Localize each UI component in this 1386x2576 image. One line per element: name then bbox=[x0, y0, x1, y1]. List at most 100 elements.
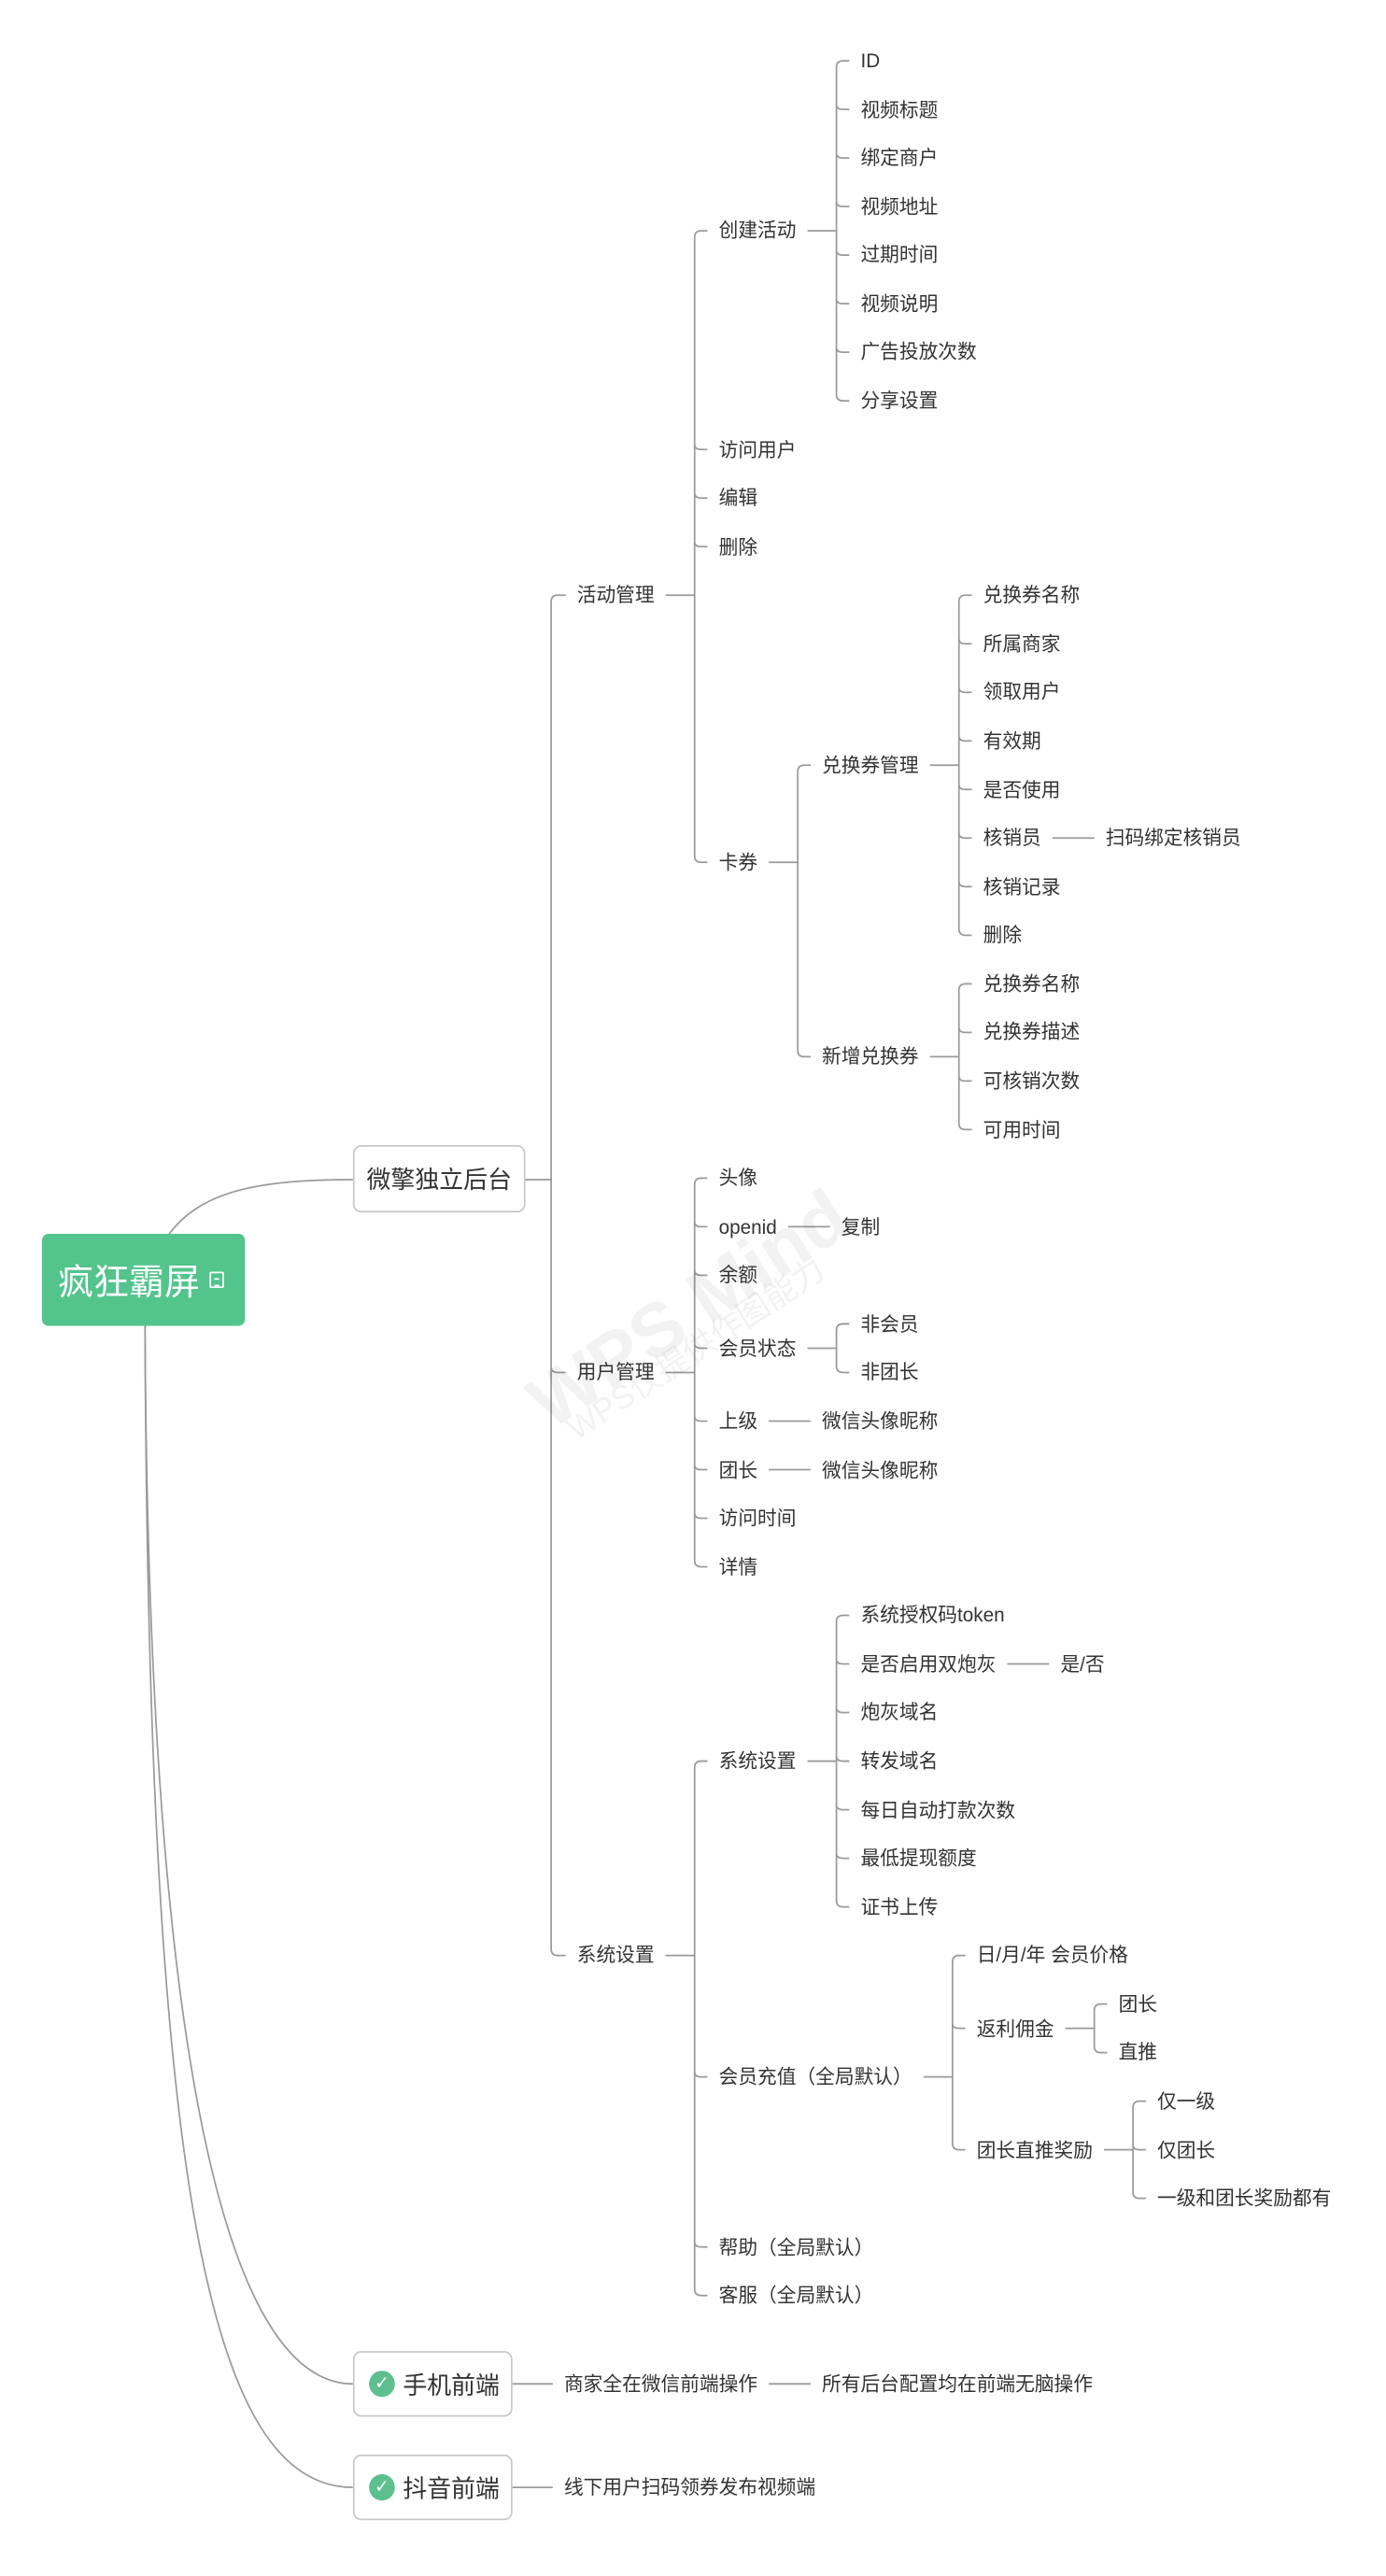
leaf-node[interactable]: 兑换券名称 bbox=[983, 972, 1081, 996]
leaf-node[interactable]: 仅团长 bbox=[1156, 2138, 1216, 2161]
leaf-node[interactable]: 直推 bbox=[1118, 2041, 1158, 2064]
branch-label: 手机前端 bbox=[403, 2371, 500, 2400]
note-icon[interactable] bbox=[209, 1271, 224, 1289]
connector bbox=[957, 784, 972, 791]
leaf-node[interactable]: 帮助（全局默认） bbox=[718, 2235, 874, 2258]
connector bbox=[693, 2072, 708, 2078]
leaf-node[interactable]: 删除 bbox=[983, 923, 1023, 947]
leaf-node[interactable]: 证书上传 bbox=[860, 1895, 939, 1918]
bracket bbox=[1132, 2100, 1146, 2200]
topic-node[interactable]: 会员状态 bbox=[718, 1337, 797, 1360]
topic-node[interactable]: 会员充值（全局默认） bbox=[718, 2065, 912, 2088]
connector bbox=[835, 249, 850, 257]
connector bbox=[693, 1343, 708, 1350]
connector bbox=[693, 1270, 708, 1277]
branch-mobile[interactable]: ✓ 手机前端 bbox=[352, 2351, 513, 2417]
leaf-node[interactable]: 非团长 bbox=[860, 1361, 919, 1384]
connector bbox=[693, 2242, 708, 2248]
leaf-node[interactable]: 可用时间 bbox=[983, 1118, 1061, 1141]
topic-node[interactable]: openid bbox=[718, 1215, 777, 1238]
leaf-node[interactable]: 视频说明 bbox=[860, 291, 939, 316]
leaf-node[interactable]: ID bbox=[860, 49, 881, 73]
leaf-node[interactable]: 一级和团长奖励都有 bbox=[1156, 2187, 1332, 2210]
leaf-node[interactable]: 仅一级 bbox=[1156, 2089, 1216, 2113]
topic-node[interactable]: 系统设置 bbox=[718, 1749, 797, 1773]
leaf-node[interactable]: 绑定商户 bbox=[860, 146, 939, 170]
leaf-node[interactable]: 领取用户 bbox=[983, 680, 1061, 704]
leaf-node[interactable]: 微信头像昵称 bbox=[822, 1409, 939, 1433]
leaf-node[interactable]: 详情 bbox=[718, 1555, 758, 1578]
leaf-node[interactable]: 有效期 bbox=[983, 729, 1041, 753]
leaf-node[interactable]: 广告投放次数 bbox=[860, 340, 977, 364]
bracket bbox=[693, 1760, 708, 2297]
connector bbox=[835, 1805, 850, 1811]
leaf-node[interactable]: 非会员 bbox=[860, 1312, 919, 1336]
topic-node[interactable]: 卡券 bbox=[718, 850, 758, 874]
root-node[interactable]: 疯狂霸屏 bbox=[41, 1234, 246, 1326]
leaf-node[interactable]: 炮灰域名 bbox=[860, 1701, 939, 1724]
connector bbox=[957, 1076, 972, 1083]
root-curve bbox=[144, 1325, 353, 2385]
topic-node[interactable]: 商家全在微信前端操作 bbox=[563, 2371, 758, 2396]
leaf-node[interactable]: 编辑 bbox=[718, 486, 758, 510]
leaf-node[interactable]: 访问用户 bbox=[718, 437, 797, 461]
leaf-node[interactable]: 最低提现额度 bbox=[860, 1847, 977, 1870]
topic-node[interactable]: 创建活动 bbox=[718, 219, 797, 243]
connector bbox=[693, 492, 708, 500]
leaf-node[interactable]: 可核销次数 bbox=[983, 1069, 1081, 1093]
leaf-node[interactable]: 核销记录 bbox=[983, 874, 1061, 899]
connector bbox=[835, 347, 850, 354]
topic-node[interactable]: 核销员 bbox=[983, 826, 1041, 850]
leaf-node[interactable]: 系统授权码token bbox=[860, 1604, 1005, 1627]
leaf-node[interactable]: 每日自动打款次数 bbox=[860, 1798, 1016, 1821]
root-label: 疯狂霸屏 bbox=[58, 1261, 201, 1303]
bracket bbox=[835, 1614, 850, 1908]
leaf-node[interactable]: 兑换券名称 bbox=[983, 583, 1081, 607]
leaf-node[interactable]: 日/月/年 会员价格 bbox=[976, 1944, 1128, 1967]
leaf-node[interactable]: 所有后台配置均在前端无脑操作 bbox=[822, 2371, 1093, 2396]
leaf-node[interactable]: 微信头像昵称 bbox=[822, 1458, 939, 1481]
leaf-node[interactable]: 所属商家 bbox=[983, 631, 1061, 656]
topic-node[interactable]: 返利佣金 bbox=[976, 2017, 1054, 2040]
leaf-node[interactable]: 团长 bbox=[1118, 1992, 1158, 2016]
leaf-node[interactable]: 头像 bbox=[718, 1167, 758, 1190]
leaf-node[interactable]: 兑换券描述 bbox=[983, 1021, 1081, 1044]
topic-node[interactable]: 兑换券管理 bbox=[822, 753, 919, 777]
root-curve bbox=[144, 1325, 353, 2489]
topic-node[interactable]: 是否启用双炮灰 bbox=[860, 1652, 997, 1676]
leaf-node[interactable]: 视频标题 bbox=[860, 97, 939, 121]
connector bbox=[835, 1853, 850, 1860]
topic-node[interactable]: 新增兑换券 bbox=[822, 1045, 919, 1069]
branch-douyin[interactable]: ✓ 抖音前端 bbox=[352, 2454, 513, 2521]
bracket bbox=[835, 60, 850, 403]
leaf-node[interactable]: 过期时间 bbox=[860, 243, 939, 267]
connector bbox=[957, 735, 972, 743]
leaf-node[interactable]: 是/否 bbox=[1060, 1652, 1105, 1676]
topic-node[interactable]: 系统设置 bbox=[576, 1944, 655, 1967]
leaf-node[interactable]: 复制 bbox=[841, 1215, 881, 1238]
topic-node[interactable]: 活动管理 bbox=[576, 583, 655, 607]
leaf-node[interactable]: 转发域名 bbox=[860, 1749, 939, 1773]
branch-backend[interactable]: 微擎独立后台 bbox=[352, 1145, 526, 1213]
leaf-node[interactable]: 扫码绑定核销员 bbox=[1105, 826, 1241, 850]
connector bbox=[835, 1707, 850, 1714]
topic-node[interactable]: 上级 bbox=[718, 1409, 758, 1433]
bracket bbox=[693, 230, 708, 864]
topic-node[interactable]: 用户管理 bbox=[576, 1361, 655, 1384]
leaf-node[interactable]: 视频地址 bbox=[860, 194, 939, 219]
root-curve bbox=[168, 1179, 353, 1235]
leaf-node[interactable]: 是否使用 bbox=[983, 777, 1061, 801]
bracket bbox=[797, 764, 811, 1058]
leaf-node[interactable]: 余额 bbox=[718, 1264, 758, 1287]
leaf-node[interactable]: 访问时间 bbox=[718, 1507, 797, 1530]
connector bbox=[835, 1659, 850, 1665]
leaf-node[interactable]: 删除 bbox=[718, 534, 758, 559]
leaf-node[interactable]: 客服（全局默认） bbox=[718, 2284, 874, 2308]
topic-node[interactable]: 团长 bbox=[718, 1458, 758, 1481]
bracket bbox=[693, 1177, 708, 1568]
leaf-node[interactable]: 分享设置 bbox=[860, 389, 939, 413]
connector bbox=[835, 104, 850, 110]
connector bbox=[693, 541, 708, 548]
leaf-node[interactable]: 线下用户扫码领券发布视频端 bbox=[563, 2475, 816, 2499]
topic-node[interactable]: 团长直推奖励 bbox=[976, 2138, 1093, 2161]
